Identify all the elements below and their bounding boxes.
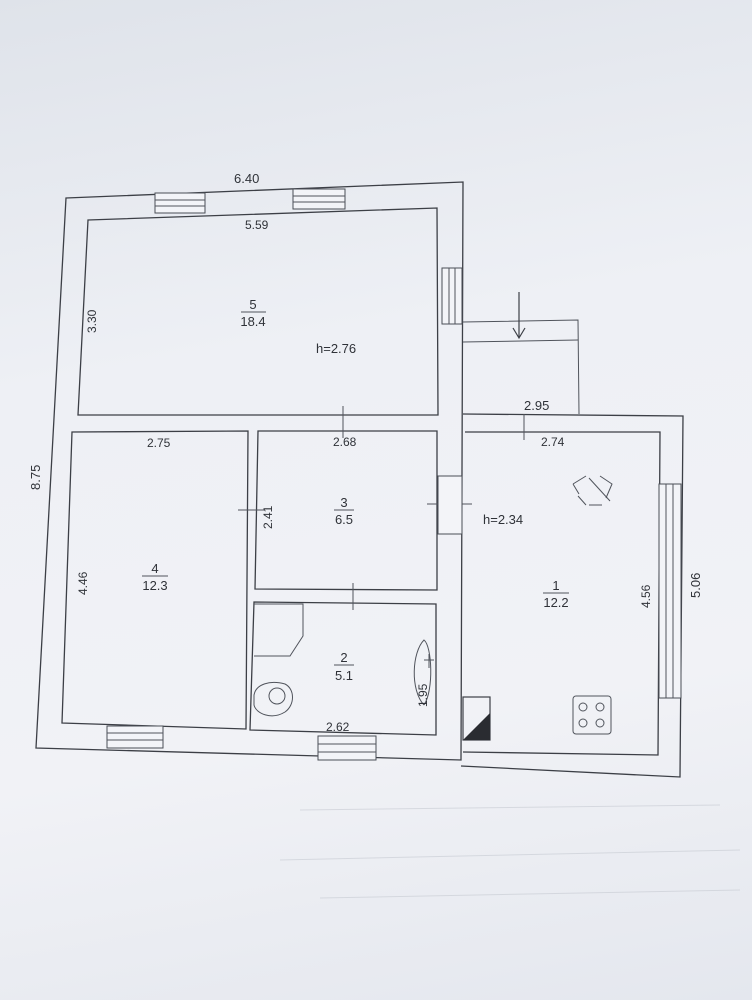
window-room5-east bbox=[441, 267, 463, 325]
room-4-area: 12.3 bbox=[142, 578, 167, 593]
room-5: 5.59 3.30 5 18.4 bbox=[85, 218, 269, 333]
window-room2-south bbox=[317, 735, 377, 761]
main-house bbox=[35, 181, 464, 761]
room-5-area: 18.4 bbox=[240, 314, 265, 329]
room-5-width: 5.59 bbox=[245, 218, 269, 232]
chimney-icon bbox=[462, 696, 491, 741]
window-top-left bbox=[154, 192, 206, 214]
room-4-outline bbox=[61, 430, 249, 730]
room-1: 2.74 4.56 1 12.2 bbox=[541, 435, 653, 610]
overall-width-label: 6.40 bbox=[234, 171, 259, 186]
room-4: 2.75 4.46 4 12.3 bbox=[76, 436, 171, 595]
main-outer-wall bbox=[35, 181, 464, 761]
room-3-width: 2.68 bbox=[333, 435, 357, 449]
room-1-width: 2.74 bbox=[541, 435, 565, 449]
room-4-width: 2.75 bbox=[147, 436, 171, 450]
background-print bbox=[279, 804, 741, 899]
room-3-depth: 2.41 bbox=[261, 505, 275, 529]
room-1-depth: 4.56 bbox=[639, 584, 653, 608]
room-2-area: 5.1 bbox=[335, 668, 353, 683]
entrance-arrow-icon bbox=[512, 292, 526, 340]
window-room1-east bbox=[658, 483, 682, 699]
height-main-label: h=2.76 bbox=[316, 341, 356, 356]
room-4-number: 4 bbox=[151, 561, 158, 576]
windows bbox=[106, 188, 682, 761]
room-1-area: 12.2 bbox=[543, 595, 568, 610]
room-5-depth: 3.30 bbox=[85, 309, 99, 333]
room-3-number: 3 bbox=[340, 495, 347, 510]
porch-inner-line bbox=[462, 339, 579, 343]
addition-depth-label: 5.06 bbox=[688, 573, 703, 598]
room-2-width: 2.62 bbox=[326, 720, 350, 734]
room-3-area: 6.5 bbox=[335, 512, 353, 527]
room-2-number: 2 bbox=[340, 650, 347, 665]
room-3-outline bbox=[254, 430, 438, 591]
room-2-depth: 1.95 bbox=[416, 683, 430, 707]
height-addition-label: h=2.34 bbox=[483, 512, 523, 527]
room-2: 2.62 1.95 2 5.1 bbox=[326, 650, 430, 734]
addition-width-label: 2.95 bbox=[524, 398, 549, 413]
window-top-right bbox=[292, 188, 346, 210]
dimension-labels: 6.40 8.75 2.95 5.06 h=2.76 h=2.34 bbox=[28, 171, 703, 598]
room-1-number: 1 bbox=[552, 578, 559, 593]
room-5-number: 5 bbox=[249, 297, 256, 312]
stove-icon bbox=[572, 695, 612, 735]
room-5-outline bbox=[77, 207, 439, 416]
room-3: 2.68 2.41 3 6.5 bbox=[261, 435, 357, 529]
overall-depth-label: 8.75 bbox=[28, 465, 43, 490]
door-opening-room1 bbox=[437, 475, 463, 535]
addition bbox=[460, 319, 684, 778]
porch-outline bbox=[462, 319, 580, 415]
bathtub-icon bbox=[254, 603, 304, 657]
toilet-icon bbox=[253, 681, 293, 717]
room-4-depth: 4.46 bbox=[76, 571, 90, 595]
doors bbox=[238, 406, 525, 610]
room-2-outline bbox=[249, 601, 437, 736]
window-room4-south bbox=[106, 725, 164, 749]
sink-icon bbox=[413, 639, 434, 706]
boiler-icon bbox=[572, 475, 613, 506]
